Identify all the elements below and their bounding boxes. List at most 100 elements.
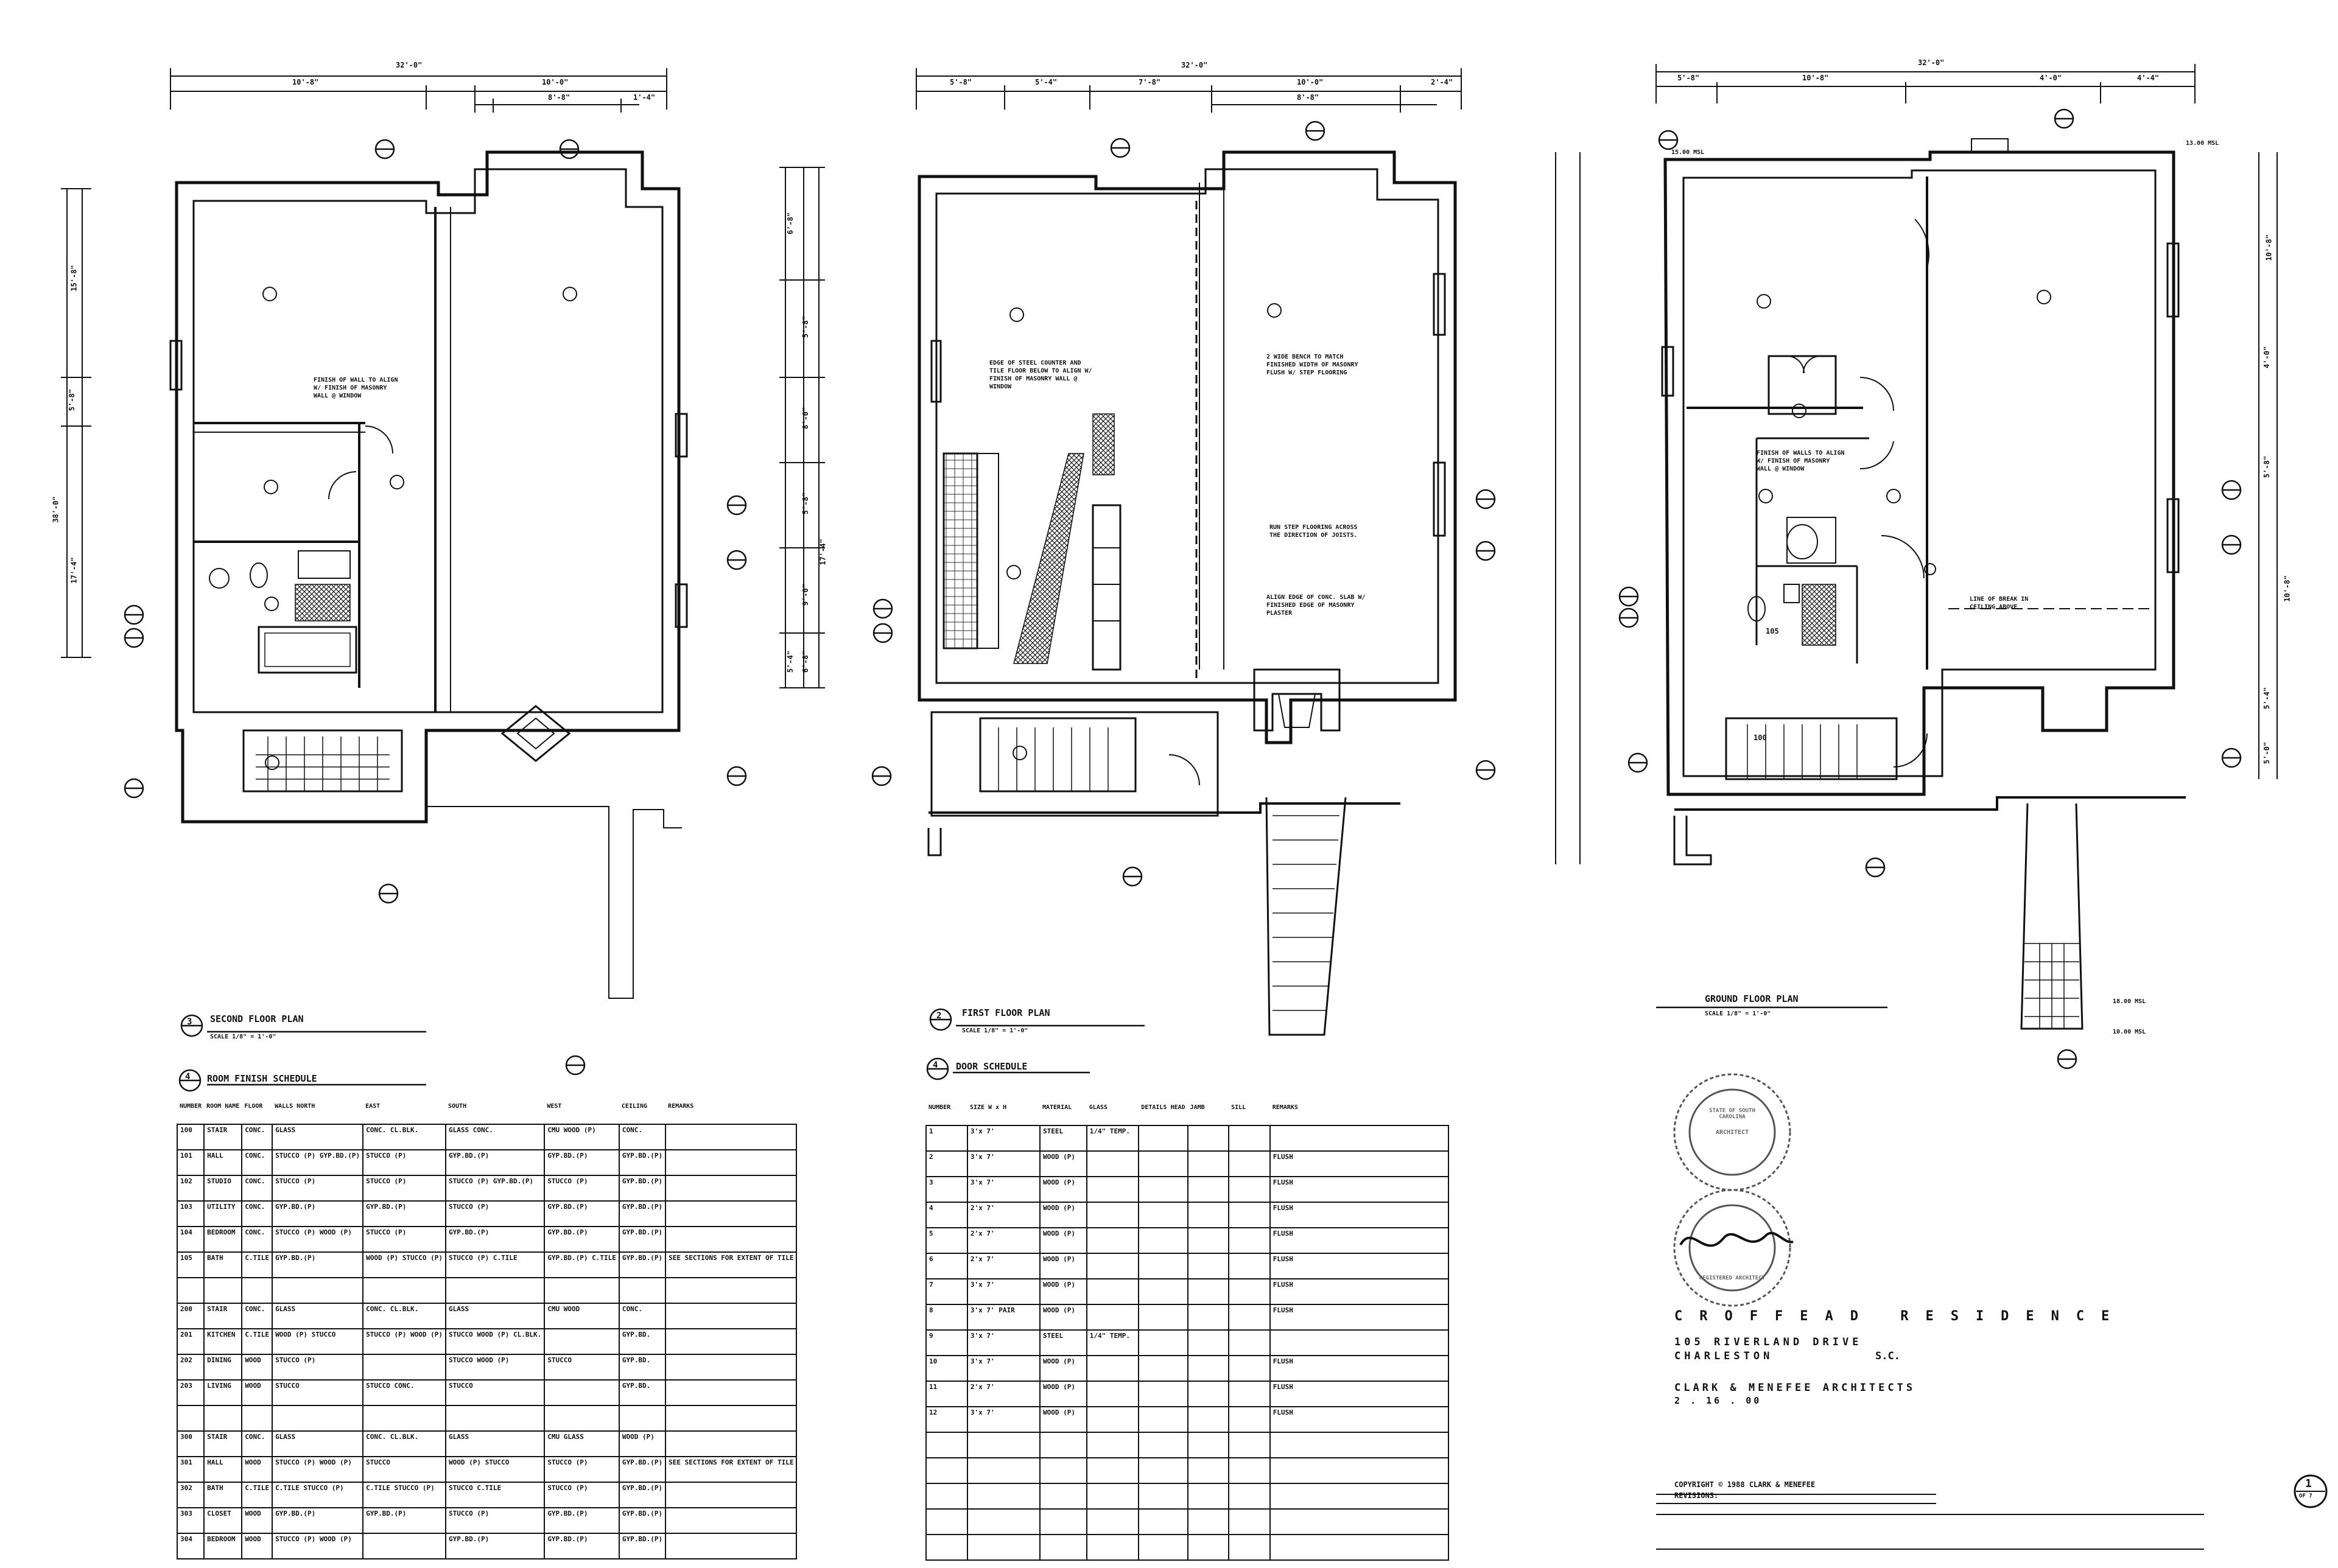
table-cell [1086,1202,1140,1228]
table-row [925,1432,1450,1458]
table-cell: CONC. [241,1430,273,1457]
table-cell: CMU WOOD [544,1303,620,1329]
second-overall-dim: 32'-0" [396,61,423,69]
table-cell [1187,1125,1230,1152]
table-cell [1039,1432,1087,1458]
table-cell: LIVING [203,1379,243,1406]
table-cell: GLASS [444,1430,546,1457]
table-cell: 8 [925,1304,968,1331]
table-cell: STEEL [1039,1125,1087,1152]
table-cell: 2'x 7' [966,1381,1041,1407]
table-cell [1086,1176,1140,1203]
table-cell [665,1354,798,1381]
table-cell: STEEL [1039,1329,1087,1356]
table-cell [1138,1150,1188,1177]
table-cell [1138,1202,1188,1228]
table-cell: BEDROOM [203,1226,243,1253]
second-left-dim-b: 5'-8" [68,388,77,411]
table-cell [1269,1125,1450,1152]
seal-2-ring-text: REGISTERED ARCHITECT [1699,1275,1766,1281]
table-cell: FLUSH [1269,1406,1450,1433]
ground-right-dim-a: 10'-8" [2264,234,2273,261]
ground-right-dim-d: 10'-8" [2283,575,2292,602]
table-cell [1269,1457,1450,1484]
table-cell: 203 [176,1379,205,1406]
first-dim-f: 2'-4" [1431,78,1453,86]
table-cell [1086,1253,1140,1279]
title-block-lines [1656,1474,2328,1550]
ground-floor-title: GROUND FLOOR PLAN [1705,993,1799,1004]
table-cell: GYP.BD.(P) [618,1251,667,1278]
table-cell [925,1483,968,1510]
table-cell: 11 [925,1381,968,1407]
header-cell: NUMBER [926,1103,967,1126]
table-cell [1187,1304,1230,1331]
table-cell: STUCCO [444,1379,546,1406]
table-cell [444,1405,546,1432]
table-cell: FLUSH [1269,1253,1450,1279]
ground-dim-c: 4'-0" [2040,74,2062,82]
table-cell [1228,1150,1271,1177]
first-floor-plan [779,68,1496,1036]
door-schedule-title: DOOR SCHEDULE [956,1061,1028,1072]
table-cell [1187,1150,1230,1177]
table-row [925,1534,1450,1561]
header-cell: CEILING [619,1102,666,1125]
header-cell: NUMBER [177,1102,205,1125]
table-cell: CONC. [241,1124,273,1150]
table-cell [1138,1381,1188,1407]
table-cell [1138,1508,1188,1535]
table-cell: 4 [925,1202,968,1228]
table-cell [1228,1278,1271,1305]
table-cell [1138,1457,1188,1484]
table-cell: STUCCO [362,1456,446,1483]
table-cell [966,1483,1041,1510]
table-cell [1187,1534,1230,1561]
table-cell: STUCCO (P) [444,1200,546,1227]
table-cell [176,1405,205,1432]
second-floor-number: 3 [187,1017,192,1027]
table-cell [1138,1406,1188,1433]
table-cell: 302 [176,1482,205,1508]
table-cell: WOOD (P) [1039,1406,1087,1433]
revisions-label: REVISIONS: [1674,1491,1719,1500]
header-cell: EAST [363,1102,446,1125]
header-cell: JAMB [1187,1103,1229,1126]
table-cell: 9 [925,1329,968,1356]
door-schedule: NUMBER SIZE W x H MATERIAL GLASS DETAILS… [925,1103,1450,1561]
table-cell: C.TILE STUCCO (P) [362,1482,446,1508]
first-left-dim-h: 5'-4" [786,650,795,673]
table-cell: 2'x 7' [966,1253,1041,1279]
table-cell [1138,1253,1188,1279]
table-cell: STAIR [203,1430,243,1457]
table-cell: 3'x 7' [966,1150,1041,1177]
table-cell [1086,1534,1140,1561]
table-cell [925,1457,968,1484]
table-cell: GYP.BD.(P) [444,1226,546,1253]
table-cell [665,1405,798,1432]
table-cell: UTILITY [203,1200,243,1227]
table-cell: 100 [176,1124,205,1150]
table-cell: C.TILE STUCCO (P) [272,1482,364,1508]
table-cell: 6 [925,1253,968,1279]
table-cell: STUCCO (P) [362,1175,446,1202]
elevation-mark-4: 10.00 MSL [2113,1029,2146,1035]
table-cell: CMU WOOD (P) [544,1124,620,1150]
table-cell [665,1277,798,1304]
header-cell: FLOOR [242,1102,273,1125]
second-floor-scale: SCALE 1/8" = 1'-0" [210,1034,276,1040]
second-left-dim-d: 38'-0" [51,496,60,523]
table-cell: 105 [176,1251,205,1278]
table-cell: FLUSH [1269,1176,1450,1203]
table-cell: 3'x 7' [966,1278,1041,1305]
table-cell [1138,1534,1188,1561]
table-cell: STUCCO (P) GYP.BD.(P) [272,1149,364,1176]
table-cell: KITCHEN [203,1328,243,1355]
table-cell: STUCCO (P) WOOD (P) [362,1328,446,1355]
